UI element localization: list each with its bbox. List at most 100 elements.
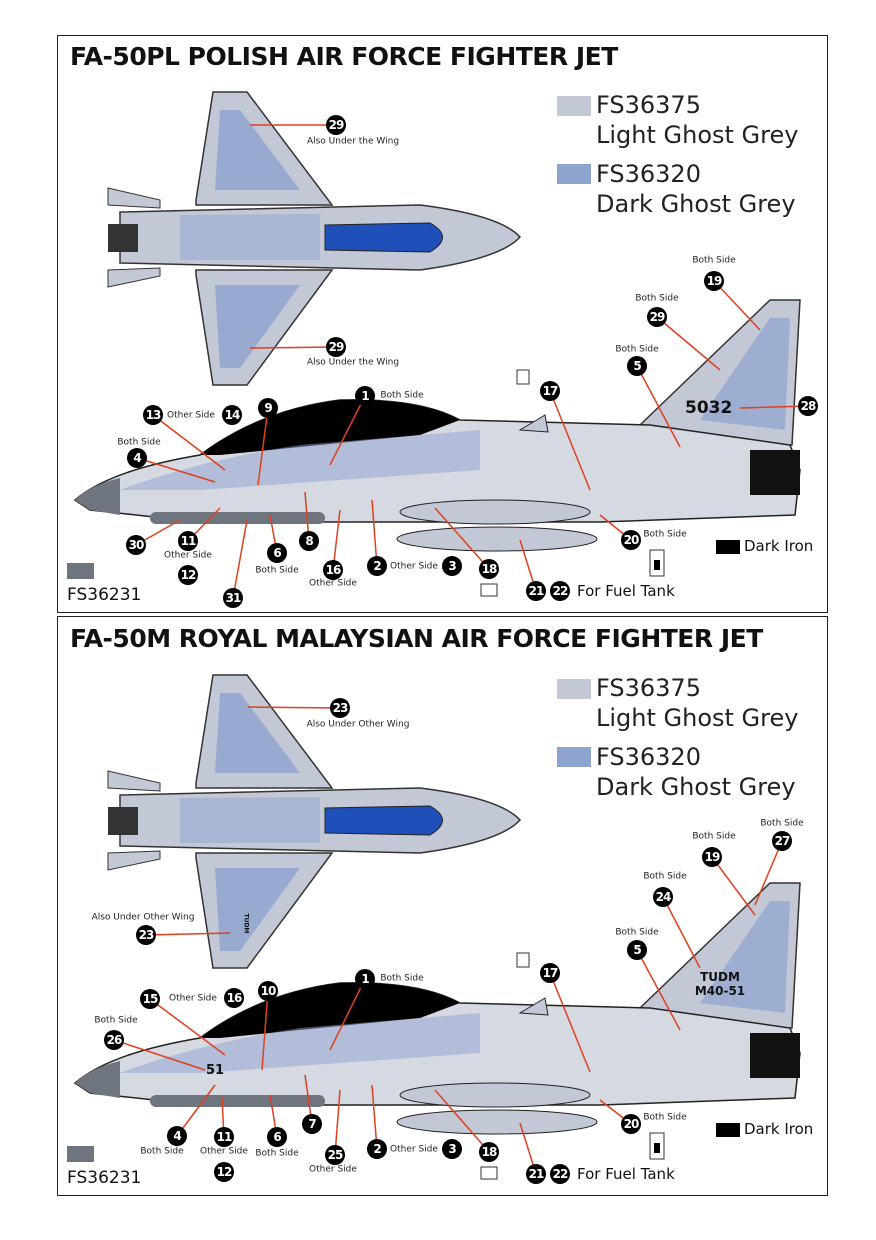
decal-note: Also Under the Wing (306, 136, 400, 147)
swatch-name: Dark Ghost Grey (596, 190, 796, 218)
decal-note: Both Side (140, 1146, 184, 1157)
wing-marking: TUDM (242, 913, 250, 934)
decal-number-4: 4 (127, 448, 147, 468)
leader-line (711, 856, 756, 916)
decal-note: Other Side (164, 550, 212, 561)
panel-title: FA-50M ROYAL MALAYSIAN AIR FORCE FIGHTER… (70, 624, 763, 653)
decal-number-22: 22 (550, 1164, 570, 1184)
decal-number-6: 6 (267, 543, 287, 563)
side-view (73, 299, 801, 597)
decal-number-2: 2 (367, 556, 387, 576)
decal-number-1: 1 (355, 386, 375, 406)
decal-number-3: 3 (442, 1139, 462, 1159)
decal-number-19: 19 (702, 847, 722, 867)
decal-number-17: 17 (540, 381, 560, 401)
decal-number-23: 23 (330, 698, 350, 718)
leader-line (145, 932, 231, 936)
decal-number-6: 6 (267, 1127, 287, 1147)
leader-line (754, 840, 783, 906)
top-view (107, 674, 522, 969)
decal-number-1: 1 (355, 969, 375, 989)
decal-number-25: 25 (325, 1145, 345, 1165)
decal-number-5: 5 (627, 940, 647, 960)
decal-note: Also Under the Wing (306, 357, 400, 368)
decal-note: Other Side (390, 561, 438, 572)
decal-note: Other Side (309, 1164, 357, 1175)
decal-number-4: 4 (167, 1126, 187, 1146)
panel-fa50pl (57, 35, 828, 613)
leader-line (713, 280, 761, 331)
decal-number-5: 5 (627, 356, 647, 376)
decal-number-18: 18 (479, 1142, 499, 1162)
leader-line (549, 972, 591, 1073)
decal-number-11: 11 (214, 1127, 234, 1147)
leader-line (113, 1039, 206, 1071)
decal-number-14: 14 (222, 405, 242, 425)
decal-note: Both Side (643, 529, 687, 540)
decal-note: Both Side (692, 831, 736, 842)
decal-number-19: 19 (704, 271, 724, 291)
fuel-tank-label: For Fuel Tank (577, 582, 675, 600)
decal-note: Both Side (760, 818, 804, 829)
leader-line (656, 316, 721, 371)
decal-number-29: 29 (326, 337, 346, 357)
decal-number-29: 29 (326, 115, 346, 135)
swatch-name: Light Ghost Grey (596, 121, 799, 149)
color-swatch-light-ghost-grey (557, 96, 591, 116)
decal-number-28: 28 (798, 396, 818, 416)
leader-line (662, 896, 701, 969)
leader-line (152, 414, 226, 471)
aircraft-views (73, 91, 801, 597)
decal-note: Both Side (255, 1148, 299, 1159)
swatch-code: FS36320 (596, 743, 701, 771)
fuel-tank-label: For Fuel Tank (577, 1165, 675, 1183)
decal-number-21: 21 (526, 1164, 546, 1184)
decal-note: Both Side (380, 973, 424, 984)
decal-note: Both Side (380, 390, 424, 401)
swatch-code: FS36375 (596, 674, 701, 702)
dark-iron-label: Dark Iron (744, 1120, 814, 1138)
decal-number-17: 17 (540, 963, 560, 983)
decal-note: Both Side (692, 255, 736, 266)
decal-number-18: 18 (479, 559, 499, 579)
decal-note: Both Side (255, 565, 299, 576)
decal-number-23: 23 (136, 925, 156, 945)
decal-number-7: 7 (302, 1114, 322, 1134)
decal-note: Other Side (309, 578, 357, 589)
decal-number-21: 21 (526, 581, 546, 601)
decal-number-16: 16 (224, 988, 244, 1008)
decal-note: Both Side (643, 1112, 687, 1123)
panel-title: FA-50PL POLISH AIR FORCE FIGHTER JET (70, 42, 618, 71)
leader-line (371, 1084, 378, 1150)
leader-line (636, 365, 681, 448)
leader-line (549, 390, 591, 491)
decal-number-16: 16 (323, 560, 343, 580)
decal-note: Both Side (643, 871, 687, 882)
leader-line (334, 1089, 341, 1156)
decal-number-12: 12 (214, 1162, 234, 1182)
decal-number-12: 12 (178, 565, 198, 585)
leader-line (261, 990, 269, 1071)
decal-number-9: 9 (258, 398, 278, 418)
leader-line (371, 499, 378, 567)
leader-line (329, 978, 366, 1051)
nose-color-label: FS36231 (67, 585, 142, 605)
swatch-code: FS36320 (596, 160, 701, 188)
panel-fa50m (57, 616, 828, 1196)
leader-line (636, 949, 681, 1031)
decal-number-11: 11 (178, 531, 198, 551)
decal-note: Also Under Other Wing (91, 912, 195, 923)
decal-note: Both Side (94, 1015, 138, 1026)
decal-number-26: 26 (104, 1030, 124, 1050)
decal-number-31: 31 (223, 588, 243, 608)
decal-number-30: 30 (126, 535, 146, 555)
top-view (107, 91, 522, 386)
leader-line (329, 395, 366, 466)
leader-line (149, 998, 226, 1056)
leader-line (739, 405, 809, 409)
decal-note: Other Side (167, 410, 215, 421)
color-swatch-dark-iron (716, 1123, 740, 1137)
swatch-name: Light Ghost Grey (596, 704, 799, 732)
